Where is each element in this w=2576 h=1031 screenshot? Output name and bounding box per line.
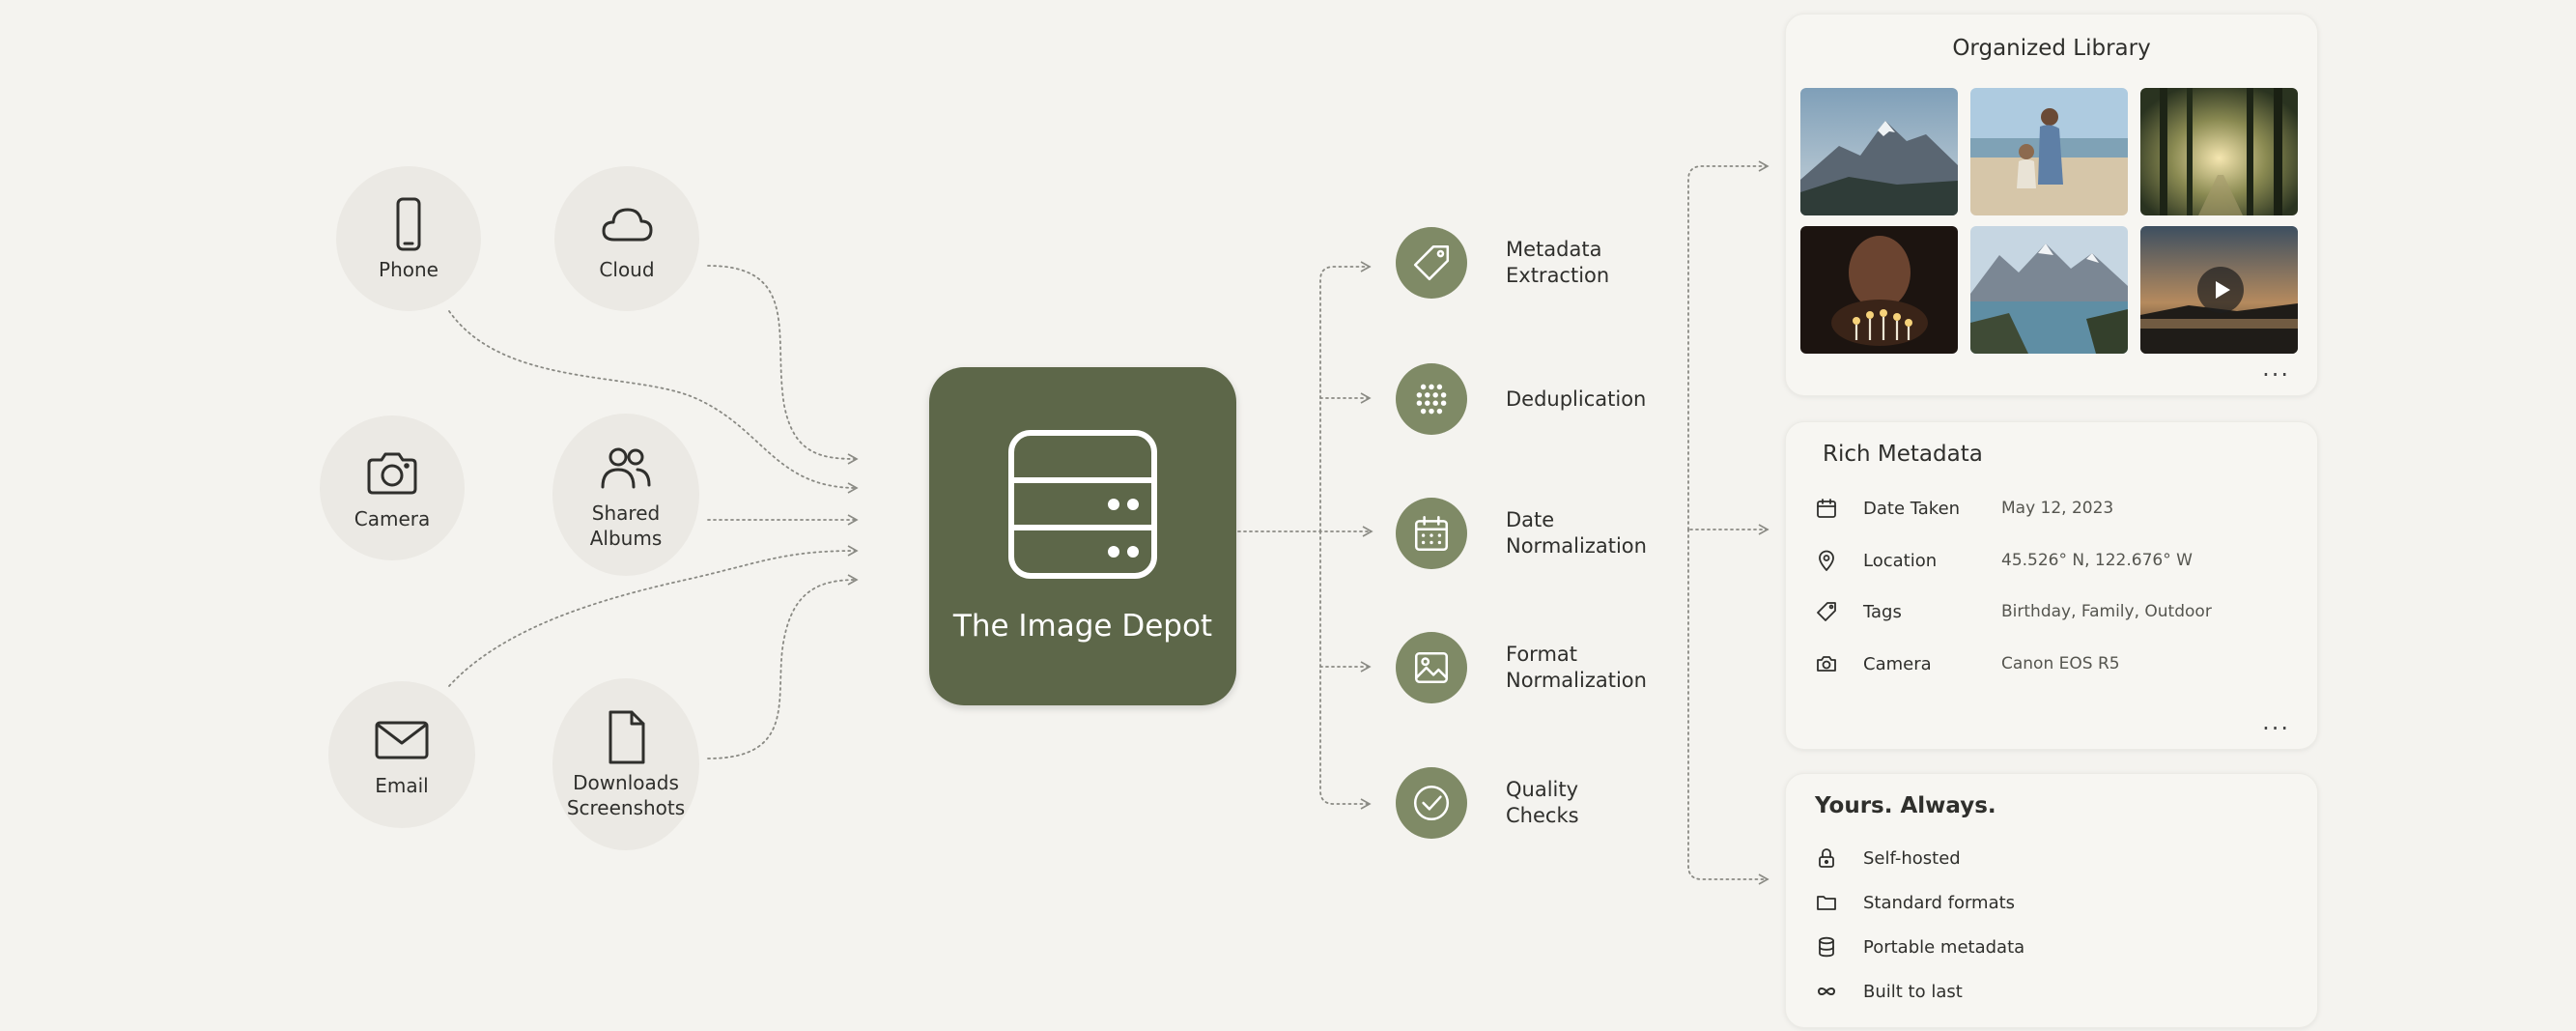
source-phone[interactable]: Phone bbox=[336, 166, 481, 311]
metadata-key: Date Taken bbox=[1863, 498, 1961, 519]
ownership-item: Built to last bbox=[1815, 980, 1963, 1003]
step-date-normalization[interactable]: Date Normalization bbox=[1396, 498, 1699, 569]
beach-family-photo bbox=[1970, 88, 2128, 215]
camera-icon bbox=[1817, 656, 1836, 672]
connector-downloads bbox=[707, 574, 859, 759]
connector-cloud bbox=[707, 265, 859, 465]
image-icon bbox=[1414, 652, 1449, 683]
photo-thumbnail-video[interactable] bbox=[2140, 226, 2298, 354]
connector-email bbox=[448, 545, 859, 687]
tag-icon bbox=[1413, 244, 1450, 281]
ownership-label: Standard formats bbox=[1863, 892, 2016, 913]
metadata-row-location: Location 45.526° N, 122.676° W bbox=[1815, 549, 2193, 572]
ownership-label: Self-hosted bbox=[1863, 847, 1961, 869]
birthday-candles-photo bbox=[1800, 226, 1958, 354]
phone-icon bbox=[396, 197, 421, 251]
step-deduplication[interactable]: Deduplication bbox=[1396, 363, 1699, 435]
step-label: Date Normalization bbox=[1506, 508, 1647, 558]
source-email-label: Email bbox=[375, 774, 429, 797]
infinity-icon bbox=[1818, 988, 1835, 995]
play-icon[interactable] bbox=[2197, 267, 2244, 313]
source-camera[interactable]: Camera bbox=[320, 415, 465, 560]
step-label: Metadata Extraction bbox=[1506, 238, 1610, 287]
server-icon bbox=[1008, 430, 1157, 579]
camera-icon bbox=[367, 452, 417, 495]
hub-title: The Image Depot bbox=[952, 609, 1213, 644]
source-cloud-label: Cloud bbox=[599, 258, 655, 281]
cloud-icon bbox=[602, 208, 653, 242]
metadata-key: Camera bbox=[1863, 653, 1932, 674]
lake-mountains-photo bbox=[1970, 226, 2128, 354]
source-cloud[interactable]: Cloud bbox=[554, 166, 699, 311]
metadata-value: Birthday, Family, Outdoor bbox=[2001, 602, 2212, 621]
document-icon bbox=[609, 710, 645, 764]
location-pin-icon bbox=[1819, 550, 1834, 571]
photo-thumbnail[interactable] bbox=[1800, 88, 1958, 215]
ownership-item: Portable metadata bbox=[1815, 935, 2024, 959]
ownership-item: Standard formats bbox=[1815, 891, 2015, 914]
library-title: Organized Library bbox=[1952, 36, 2151, 61]
metadata-value: Canon EOS R5 bbox=[2001, 654, 2120, 673]
dots-grid-icon bbox=[1416, 384, 1447, 415]
metadata-row-date: Date Taken May 12, 2023 bbox=[1815, 497, 2113, 520]
source-shared-albums[interactable]: Shared Albums bbox=[552, 414, 699, 576]
source-email[interactable]: Email bbox=[328, 681, 475, 828]
step-label: Format Normalization bbox=[1506, 643, 1647, 692]
calendar-icon bbox=[1414, 515, 1449, 552]
metadata-row-tags: Tags Birthday, Family, Outdoor bbox=[1815, 600, 2212, 623]
step-quality-checks[interactable]: Quality Checks bbox=[1396, 767, 1699, 839]
organized-library-card: Organized Library bbox=[1785, 14, 2318, 396]
ownership-label: Built to last bbox=[1863, 981, 1963, 1002]
mountain-photo bbox=[1800, 88, 1958, 215]
photo-thumbnail[interactable] bbox=[1970, 88, 2128, 215]
source-shared-albums-label: Shared Albums bbox=[589, 501, 663, 550]
lock-icon bbox=[1819, 848, 1834, 868]
database-icon bbox=[1819, 936, 1834, 958]
tag-icon bbox=[1817, 602, 1836, 621]
ownership-item: Self-hosted bbox=[1815, 846, 1961, 870]
metadata-value: 45.526° N, 122.676° W bbox=[2001, 551, 2193, 570]
ownership-label: Portable metadata bbox=[1863, 936, 2025, 958]
check-circle-icon bbox=[1413, 785, 1450, 821]
source-downloads[interactable]: Downloads Screenshots bbox=[552, 678, 699, 850]
step-label: Deduplication bbox=[1506, 387, 1647, 411]
source-camera-label: Camera bbox=[354, 507, 431, 530]
envelope-icon bbox=[375, 721, 429, 759]
library-more-button[interactable]: ... bbox=[2262, 355, 2290, 382]
metadata-key: Location bbox=[1863, 550, 1938, 571]
connector-steps-branch bbox=[1319, 261, 1372, 532]
rich-metadata-card: Rich Metadata Date Taken May 12, 2023 Lo… bbox=[1785, 421, 2318, 750]
metadata-key: Tags bbox=[1863, 601, 1902, 622]
folder-icon bbox=[1817, 896, 1836, 910]
step-label: Quality Checks bbox=[1506, 778, 1579, 827]
photo-thumbnail[interactable] bbox=[2140, 88, 2298, 215]
calendar-icon bbox=[1817, 499, 1836, 518]
photo-thumbnail[interactable] bbox=[1970, 226, 2128, 354]
people-icon bbox=[601, 447, 651, 489]
metadata-value: May 12, 2023 bbox=[2001, 499, 2114, 518]
metadata-title: Rich Metadata bbox=[1823, 442, 1983, 467]
image-depot-hub[interactable]: The Image Depot bbox=[929, 367, 1236, 705]
ownership-title: Yours. Always. bbox=[1815, 793, 1996, 818]
photo-thumbnail[interactable] bbox=[1800, 226, 1958, 354]
step-format-normalization[interactable]: Format Normalization bbox=[1396, 632, 1699, 703]
metadata-row-camera: Camera Canon EOS R5 bbox=[1815, 652, 2120, 675]
source-phone-label: Phone bbox=[379, 258, 439, 281]
source-downloads-label: Downloads Screenshots bbox=[566, 771, 686, 819]
step-metadata-extraction[interactable]: Metadata Extraction bbox=[1396, 227, 1699, 299]
metadata-more-button[interactable]: ... bbox=[2262, 708, 2290, 735]
ownership-card: Yours. Always. Self-hosted Standard form… bbox=[1785, 773, 2318, 1028]
video-sunset-photo bbox=[2140, 226, 2298, 354]
forest-sunset-photo bbox=[2140, 88, 2298, 215]
